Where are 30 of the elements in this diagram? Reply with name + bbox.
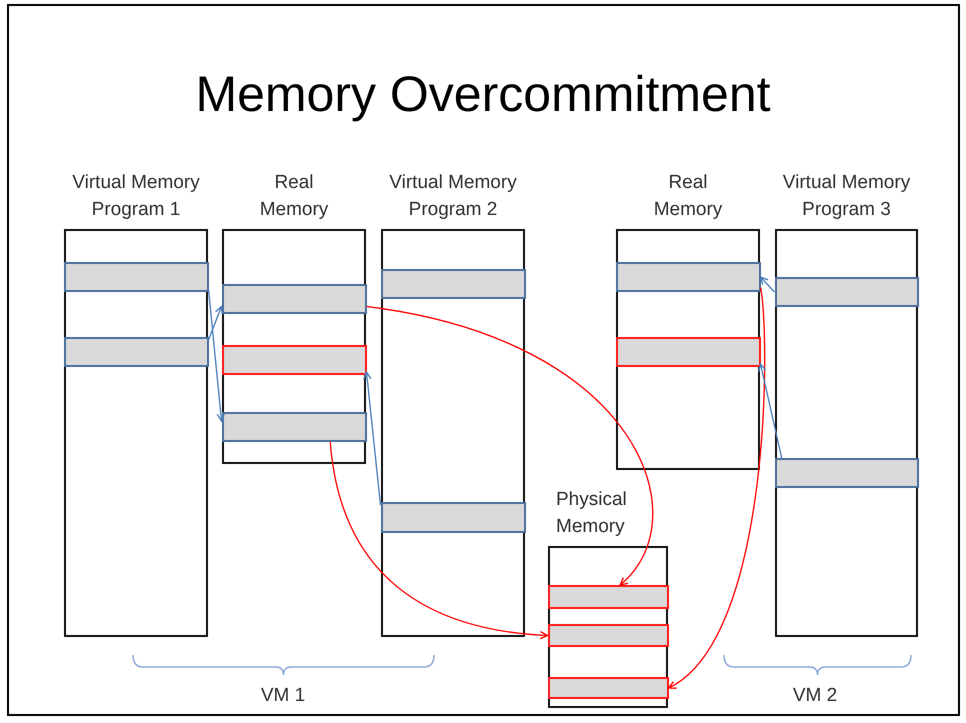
- memory-page: [616, 262, 760, 292]
- memory-page: [380, 502, 526, 533]
- arrow: [208, 288, 226, 422]
- arrow: [668, 287, 766, 689]
- group-label: VM 1: [260, 685, 306, 707]
- memory-page: [64, 337, 208, 367]
- arrow: [363, 371, 382, 506]
- arrow: [208, 306, 223, 340]
- column-heading: Real Memory: [652, 171, 724, 222]
- memory-page: [380, 269, 526, 299]
- memory-page: [616, 337, 760, 367]
- column-heading: Virtual Memory Program 3: [782, 171, 912, 222]
- title: Memory Overcommitment: [194, 65, 772, 124]
- memory-page: [548, 585, 668, 609]
- memory-page: [548, 677, 668, 699]
- group-label: VM 2: [792, 685, 838, 707]
- column-heading: Real Memory: [258, 171, 330, 222]
- memory-page: [222, 345, 366, 375]
- column-heading: Virtual Memory Program 1: [71, 171, 201, 222]
- memory-page: [64, 262, 208, 292]
- memory-page: [222, 284, 366, 314]
- memory-page: [222, 412, 366, 442]
- column-heading: Virtual Memory Program 2: [388, 171, 518, 222]
- memory-page: [548, 624, 668, 647]
- column-heading: Physical Memory: [556, 488, 628, 539]
- memory-page: [774, 277, 918, 307]
- arrow: [330, 442, 548, 640]
- arrow: [758, 363, 782, 458]
- memory-page: [774, 458, 918, 488]
- arrow: [760, 276, 775, 292]
